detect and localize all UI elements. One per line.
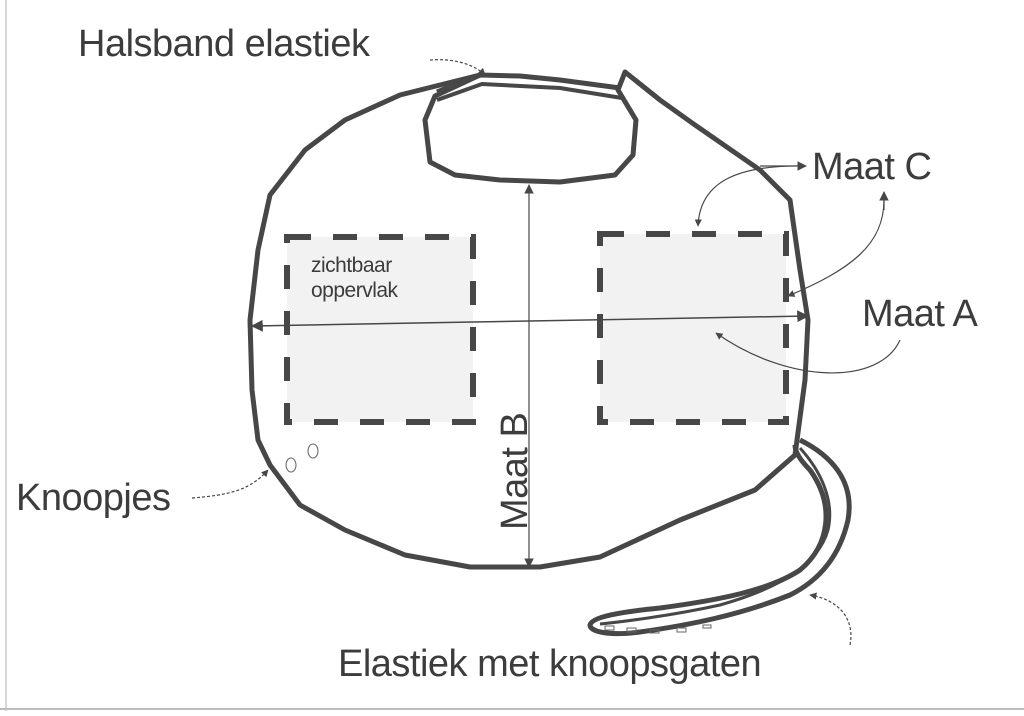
buttons-pointer — [191, 469, 269, 499]
buttons-label: Knoopjes — [16, 477, 171, 519]
maat-c-label: Maat C — [812, 146, 932, 188]
visible-area-label-line2: oppervlak — [311, 279, 398, 302]
elastic-strap — [587, 437, 852, 637]
button-icon — [285, 457, 297, 473]
button-icon — [307, 443, 319, 459]
neck-elastic — [436, 72, 621, 95]
maat-b-label: Maat B — [494, 412, 536, 530]
maat-c-pointer-2 — [787, 199, 885, 297]
maat-a-label: Maat A — [862, 293, 978, 335]
buttons — [285, 443, 319, 473]
visible-area-label-line1: zichtbaar — [311, 254, 392, 277]
bib-outline — [247, 69, 811, 570]
neckband-pointer — [429, 59, 486, 76]
elastic-strap-label: Elastiek met knoopsgaten — [338, 643, 762, 685]
maat-a-pointer — [715, 332, 901, 374]
buttonholes — [604, 624, 712, 634]
strap-pointer — [809, 592, 852, 646]
panel-right — [597, 231, 789, 425]
neckband-label: Halsband elastiek — [78, 23, 370, 65]
